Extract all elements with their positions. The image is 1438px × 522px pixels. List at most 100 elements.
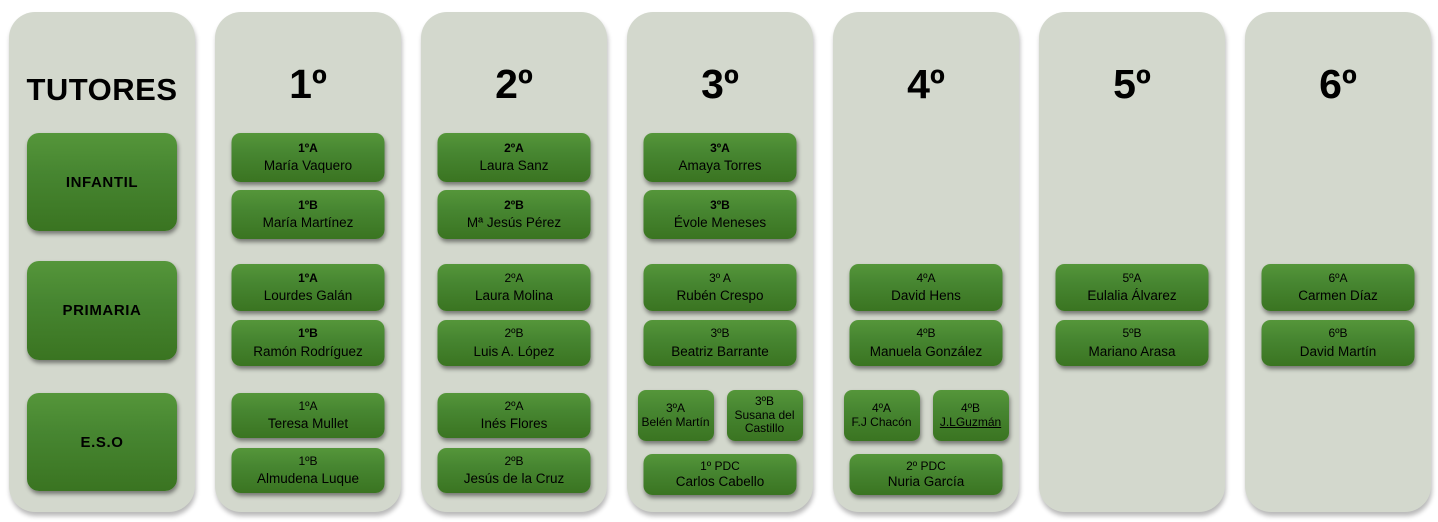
class-label: 2ºB [504, 197, 524, 212]
teacher-box: 2ºA Inés Flores [437, 393, 591, 438]
panel-grade-5: 5º 5ºA Eulalia Álvarez 5ºB Mariano Arasa [1039, 12, 1225, 512]
teacher-name: Mariano Arasa [1088, 343, 1176, 359]
teacher-box: 3º A Rubén Crespo [643, 264, 797, 311]
teacher-box: 1ºA Lourdes Galán [231, 264, 385, 311]
teacher-name: David Martín [1299, 343, 1377, 359]
teacher-name: Ramón Rodríguez [253, 343, 363, 359]
class-label: 6ºA [1328, 270, 1348, 285]
teacher-name: Eulalia Álvarez [1087, 288, 1177, 304]
teacher-name: Teresa Mullet [267, 416, 349, 432]
teacher-name: David Hens [891, 288, 961, 304]
class-label: 6ºB [1328, 326, 1348, 341]
class-label: 3ºB [754, 394, 775, 409]
teacher-box: 2ºA Laura Molina [437, 264, 591, 311]
teacher-box: 3ºA Amaya Torres [643, 133, 797, 182]
teacher-box: 2ºA Laura Sanz [437, 133, 591, 182]
class-label: 1ºA [298, 140, 318, 155]
eso-pair-row: 3ºA Belén Martín 3ºB Susana del Castillo [627, 390, 813, 441]
teacher-box: 3ºB Beatriz Barrante [643, 320, 797, 366]
panel-grade-3: 3º 3ºA Amaya Torres 3ºB Évole Meneses 3º… [627, 12, 813, 512]
level-label: PRIMARIA [62, 302, 142, 319]
teacher-box: 4ºB J.LGuzmán [932, 390, 1009, 441]
teacher-name: Beatriz Barrante [671, 343, 769, 359]
grade-title: 2º [495, 61, 533, 107]
teacher-box: 3ºA Belén Martín [637, 390, 714, 441]
teacher-box: 5ºA Eulalia Álvarez [1055, 264, 1209, 311]
panel-grade-2: 2º 2ºA Laura Sanz 2ºB Mª Jesús Pérez 2ºA… [421, 12, 607, 512]
teacher-box: 4ºA F.J Chacón [843, 390, 920, 441]
class-label: 4ºB [960, 400, 981, 415]
panel-tutores: TUTORES INFANTIL PRIMARIA E.S.O [9, 12, 195, 512]
grade-title: 6º [1319, 61, 1357, 107]
teacher-box: 3ºB Évole Meneses [643, 190, 797, 239]
teacher-name: Susana del Castillo [734, 407, 795, 436]
class-label: 3ºB [710, 326, 730, 341]
teacher-name: Nuria García [887, 474, 965, 490]
teacher-box: 2ºB Jesús de la Cruz [437, 448, 591, 493]
teacher-box: 6ºB David Martín [1261, 320, 1415, 366]
teacher-name: Manuela González [869, 343, 983, 359]
class-label: 2ºA [504, 140, 524, 155]
class-label: 1ºB [298, 453, 318, 468]
class-label: 2ºA [504, 398, 524, 413]
teacher-name: María Martínez [262, 215, 354, 231]
teacher-name: Amaya Torres [678, 158, 762, 174]
class-label: 2ºB [504, 453, 524, 468]
teacher-box: 1ºA María Vaquero [231, 133, 385, 182]
class-label: 5ºA [1122, 270, 1142, 285]
level-label: INFANTIL [65, 173, 139, 191]
teacher-name: Carlos Cabello [675, 474, 765, 490]
class-label: 1ºA [298, 270, 318, 285]
class-label: 1ºB [298, 197, 318, 212]
grade-title: 1º [289, 61, 327, 107]
board-title: TUTORES [26, 72, 178, 107]
class-label: 4ºA [916, 270, 936, 285]
class-label: 5ºB [1122, 326, 1142, 341]
teacher-name: Almudena Luque [256, 471, 360, 487]
panel-grade-1: 1º 1ºA María Vaquero 1ºB María Martínez … [215, 12, 401, 512]
teacher-name: Inés Flores [480, 416, 548, 432]
eso-pair-row: 4ºA F.J Chacón 4ºB J.LGuzmán [833, 390, 1019, 441]
teacher-name: Laura Sanz [479, 158, 549, 174]
teacher-name: Jesús de la Cruz [463, 471, 565, 487]
class-label: 1º PDC [700, 458, 740, 473]
class-label: 4ºB [916, 326, 936, 341]
teacher-box: 1ºA Teresa Mullet [231, 393, 385, 438]
teacher-box: 1ºB Almudena Luque [231, 448, 385, 493]
class-label: 3ºB [710, 197, 730, 212]
grade-title: 3º [701, 61, 739, 107]
teacher-box: 4ºA David Hens [849, 264, 1003, 311]
teacher-box: 2ºB Luis A. López [437, 320, 591, 366]
teacher-box-pdc: 1º PDC Carlos Cabello [643, 454, 797, 495]
class-label: 3ºA [665, 400, 686, 415]
teacher-box: 1ºB Ramón Rodríguez [231, 320, 385, 366]
teacher-name: María Vaquero [263, 158, 353, 174]
panel-grade-6: 6º 6ºA Carmen Díaz 6ºB David Martín [1245, 12, 1431, 512]
teacher-box-pdc: 2º PDC Nuria García [849, 454, 1003, 495]
teacher-name: Lourdes Galán [263, 288, 353, 304]
level-box-infantil: INFANTIL [27, 133, 177, 231]
class-label: 2º PDC [906, 458, 946, 473]
class-label: 3ºA [710, 140, 730, 155]
teacher-box: 3ºB Susana del Castillo [726, 390, 803, 441]
teacher-box: 1ºB María Martínez [231, 190, 385, 239]
grade-title: 5º [1113, 61, 1151, 107]
teacher-name: Rubén Crespo [676, 288, 764, 304]
class-label: 4ºA [871, 400, 892, 415]
teacher-box: 5ºB Mariano Arasa [1055, 320, 1209, 366]
class-label: 2ºA [504, 270, 524, 285]
teacher-name: Évole Meneses [673, 215, 767, 231]
class-label: 2ºB [504, 326, 524, 341]
class-label: 1ºB [298, 326, 318, 341]
class-label: 1ºA [298, 398, 318, 413]
teacher-box: 2ºB Mª Jesús Pérez [437, 190, 591, 239]
teacher-name: F.J Chacón [851, 414, 912, 429]
level-box-eso: E.S.O [27, 393, 177, 491]
teacher-box: 6ºA Carmen Díaz [1261, 264, 1415, 311]
level-label: E.S.O [80, 433, 124, 451]
teacher-name: Mª Jesús Pérez [466, 215, 562, 231]
teacher-name: Luis A. López [473, 343, 555, 359]
teacher-box: 4ºB Manuela González [849, 320, 1003, 366]
teacher-name: Belén Martín [641, 414, 710, 429]
